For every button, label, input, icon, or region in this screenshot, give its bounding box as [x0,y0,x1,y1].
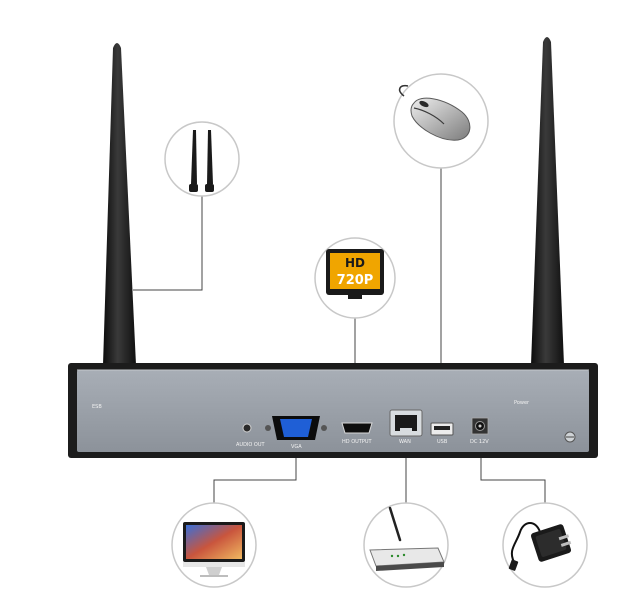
leader-antenna [133,195,203,291]
label-audio-out: AUDIO OUT [236,442,266,448]
leader-power [480,440,546,505]
label-esb: ESB [92,404,102,410]
label-dc-12v: DC 12V [470,439,489,445]
hdmi-port [341,422,373,434]
nvr-device [68,363,598,458]
label-wan: WAN [399,439,411,445]
monitor-icon [183,522,245,577]
wan-port [389,409,423,437]
hd-720p-icon: HD 720P [326,249,384,299]
antenna-icon [189,130,214,192]
usb-port [430,422,454,436]
label-hd-output: HD OUTPUT [342,439,373,445]
callout-monitor [171,502,257,588]
power-adapter-icon [508,522,572,571]
vga-port [265,416,327,440]
right-antenna [529,37,565,407]
device-rear-panel [77,370,589,452]
left-antenna [101,43,137,407]
callout-usb-mouse [393,73,489,169]
leader-vga [213,440,297,505]
ground-screw [564,431,576,443]
callout-power-adapter [502,502,588,588]
callout-antenna [164,121,240,197]
label-usb: USB [437,439,448,445]
label-power: Power [514,400,530,406]
mouse-icon [398,84,471,141]
dc-power-port [471,417,489,435]
router-icon [369,506,445,571]
callout-router [363,502,449,588]
label-vga: VGA [291,444,302,450]
audio-out-port [242,423,252,433]
hd-line2: 720P [337,273,374,288]
callout-hd-output: HD 720P [314,237,396,319]
hd-line1: HD [345,256,365,270]
